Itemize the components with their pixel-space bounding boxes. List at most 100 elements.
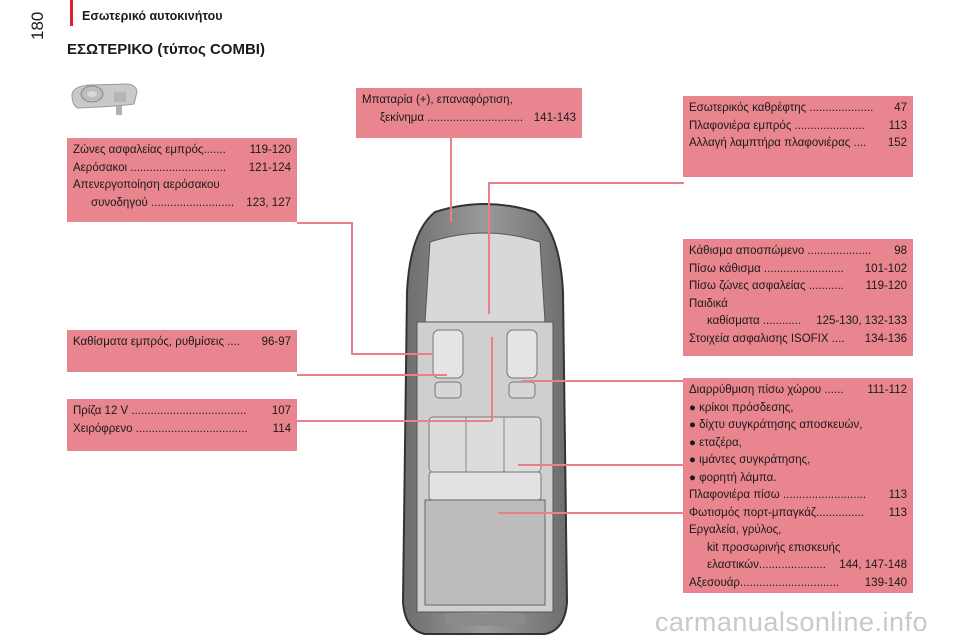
callout-text: Διαρρύθμιση πίσω χώρου ......	[689, 384, 844, 396]
page-reference: 98	[894, 245, 907, 257]
callout-text: ● κρίκοι πρόσδεσης,	[689, 401, 794, 414]
page-reference: 113	[888, 119, 907, 132]
callout-text: ξεκίνημα ..............................	[380, 111, 524, 124]
callout-text: Αλλαγή λαμπτήρα πλαφονιέρας ....	[689, 137, 867, 149]
page-number: 180	[28, 11, 47, 40]
page-reference: 119-120	[249, 144, 291, 156]
callout-text: συνοδηγού ..........................	[91, 196, 235, 209]
page-reference: 123, 127	[246, 196, 291, 209]
callout-text: Αξεσουάρ...............................	[689, 576, 839, 589]
callout-text: ● ιμάντες συγκράτησης,	[689, 454, 811, 466]
callout-line: ξεκίνημα .............................. 1…	[362, 110, 576, 128]
watermark: carmanualsonline.info	[654, 607, 928, 637]
callout-text: Στοιχεία ασφαλισης ISOFIX ....	[689, 332, 845, 345]
connector-belts-h1	[297, 222, 352, 224]
callout-text: Πλαφονιέρα πίσω ........................…	[689, 489, 867, 501]
connector-mirror-v	[488, 182, 490, 314]
connector-belts-v	[351, 222, 353, 354]
callout-text: Αερόσακοι ..............................	[73, 161, 227, 174]
page-title: ΕΣΩΤΕΡΙΚΟ (τύπος COMBI)	[67, 41, 265, 58]
callout-text: Ζώνες ασφαλείας εμπρός.......	[73, 144, 226, 156]
connector-cargo-1	[518, 464, 683, 466]
callout-line: Πλαφονιέρα πίσω ........................…	[689, 487, 907, 505]
callout-text: Κάθισμα αποσπώμενο ....................	[689, 245, 872, 257]
callout-text: ελαστικών.....................	[707, 559, 826, 571]
callout-line: συνοδηγού .......................... 123,…	[73, 195, 291, 213]
page-reference: 141-143	[533, 111, 576, 124]
page-reference: 101-102	[864, 262, 907, 275]
callout-line: Πλαφονιέρα εμπρός ......................…	[689, 118, 907, 136]
callout-line: Απενεργοποίηση αερόσακου	[73, 177, 291, 195]
page-reference: 113	[888, 489, 907, 501]
callout-text: Παιδικά	[689, 297, 728, 310]
callout-socket-handbrake: Πρίζα 12 V .............................…	[67, 399, 297, 451]
page-reference: 144, 147-148	[839, 559, 907, 571]
connector-belts-h2	[351, 353, 433, 355]
callout-line: Πίσω κάθισμα ......................... 10…	[689, 261, 907, 279]
callout-line: Χειρόφρενο .............................…	[73, 421, 291, 439]
page-reference: 152	[887, 137, 907, 149]
callout-line: Εργαλεία, γρύλος,	[689, 522, 907, 540]
page-reference: 107	[271, 405, 291, 417]
callout-text: Φωτισμός πορτ-μπαγκάζ...............	[689, 506, 864, 519]
callout-line: Μπαταρία (+), επαναφόρτιση,	[362, 92, 576, 110]
callout-text: ● φορητή λάμπα.	[689, 471, 777, 484]
callout-text: kit προσωρινής επισκευής	[707, 541, 841, 554]
callout-text: Πλαφονιέρα εμπρός ......................	[689, 119, 865, 132]
callout-line: Αλλαγή λαμπτήρα πλαφονιέρας .... 152	[689, 135, 907, 153]
callout-line: Καθίσματα εμπρός, ρυθμίσεις .... 96-97	[73, 334, 291, 352]
callout-battery: Μπαταρία (+), επαναφόρτιση, ξεκίνημα ....…	[356, 88, 582, 138]
connector-mirror-h	[488, 182, 684, 184]
callout-line: Αξεσουάρ............................... 1…	[689, 575, 907, 593]
callout-line: ● δίχτυ συγκράτησης αποσκευών,	[689, 417, 907, 435]
page-reference: 134-136	[864, 332, 907, 345]
page-reference: 139-140	[864, 576, 907, 589]
callout-text: καθίσματα ............	[707, 315, 802, 327]
page-reference: 113	[888, 506, 907, 519]
callout-text: Εσωτερικός καθρέφτης ...................…	[689, 102, 874, 114]
section-title: Εσωτερικό αυτοκινήτου	[82, 9, 223, 23]
connector-cargo-2	[498, 512, 683, 514]
callout-line: Εσωτερικός καθρέφτης ...................…	[689, 100, 907, 118]
connector-socket	[297, 420, 492, 422]
callout-rear-seats: Κάθισμα αποσπώμενο .................... 9…	[683, 239, 913, 356]
page-reference: 114	[272, 422, 291, 435]
callout-text: Καθίσματα εμπρός, ρυθμίσεις ....	[73, 336, 240, 348]
callout-line: Παιδικά	[689, 296, 907, 314]
callout-text: Πρίζα 12 V .............................…	[73, 405, 247, 417]
callout-line: ελαστικών..................... 144, 147-1…	[689, 557, 907, 575]
callout-line: ● εταζέρα,	[689, 435, 907, 453]
callout-text: Χειρόφρενο .............................…	[73, 422, 248, 435]
callout-line: Διαρρύθμιση πίσω χώρου ...... 111-112	[689, 382, 907, 400]
callout-line: Φωτισμός πορτ-μπαγκάζ............... 113	[689, 505, 907, 523]
callout-line: Αερόσακοι ..............................…	[73, 160, 291, 178]
callout-line: ● κρίκοι πρόσδεσης,	[689, 400, 907, 418]
callout-text: Πίσω ζώνες ασφαλείας ...........	[689, 280, 844, 292]
connector-rear-seats	[522, 380, 683, 382]
callout-line: Στοιχεία ασφαλισης ISOFIX .... 134-136	[689, 331, 907, 349]
callout-mirror-lighting: Εσωτερικός καθρέφτης ...................…	[683, 96, 913, 177]
callout-line: Κάθισμα αποσπώμενο .................... 9…	[689, 243, 907, 261]
connector-battery	[450, 138, 452, 222]
page-reference: 119-120	[865, 280, 907, 292]
page-reference: 125-130, 132-133	[816, 315, 907, 327]
callout-text: Μπαταρία (+), επαναφόρτιση,	[362, 94, 513, 106]
dashboard-icon	[71, 83, 138, 115]
callout-line: ● φορητή λάμπα.	[689, 470, 907, 488]
callout-text: Πίσω κάθισμα .........................	[689, 262, 844, 275]
page-reference: 111-112	[867, 384, 907, 396]
callout-line: Πρίζα 12 V .............................…	[73, 403, 291, 421]
section-accent-bar	[70, 0, 73, 26]
page-reference: 96-97	[261, 336, 291, 348]
page-reference: 121-124	[248, 161, 291, 174]
callout-cargo-area: Διαρρύθμιση πίσω χώρου ...... 111-112 ● κρ…	[683, 378, 913, 593]
vehicle-interior-top-view	[401, 203, 569, 635]
callout-text: Απενεργοποίηση αερόσακου	[73, 179, 220, 191]
page-reference: 47	[894, 102, 907, 114]
connector-socket-v	[491, 337, 493, 421]
callout-text: ● δίχτυ συγκράτησης αποσκευών,	[689, 419, 863, 431]
connector-front-seats	[297, 374, 447, 376]
callout-line: Ζώνες ασφαλείας εμπρός....... 119-120	[73, 142, 291, 160]
callout-line: kit προσωρινής επισκευής	[689, 540, 907, 558]
callout-line: ● ιμάντες συγκράτησης,	[689, 452, 907, 470]
